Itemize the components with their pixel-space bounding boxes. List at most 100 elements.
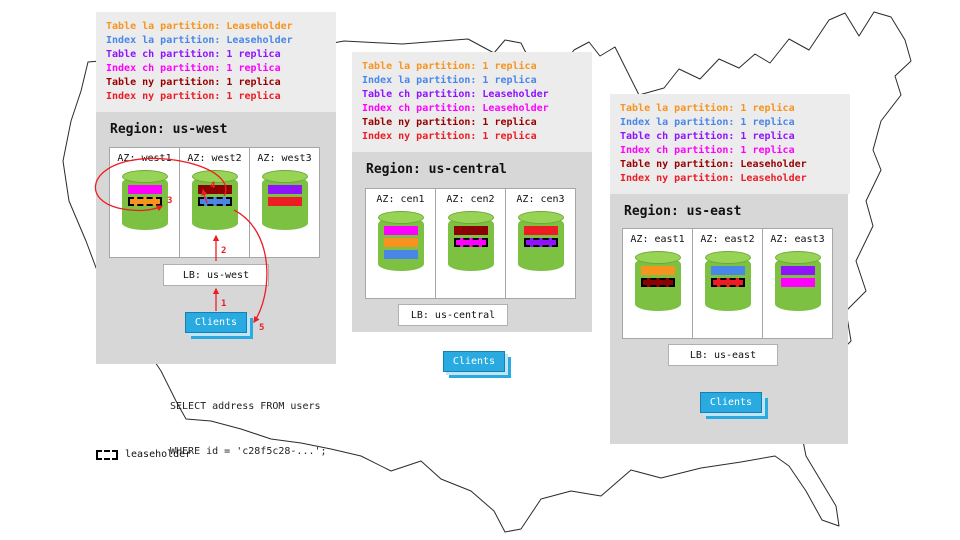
clients-box-us-central: Clients (443, 351, 505, 372)
sql-query: SELECT address FROM users WHERE id = 'c2… (170, 369, 327, 489)
db-node-cylinder (704, 251, 751, 311)
replica-bar (780, 278, 815, 287)
az-label: AZ: east3 (770, 234, 825, 245)
partition-info-line: Index ny partition: 1 replica (362, 131, 537, 142)
replica-bar-leaseholder (710, 278, 745, 287)
az-box-cen1: AZ: cen1 (365, 188, 436, 299)
az-row-us-west: AZ: west1 AZ: west2 (109, 147, 320, 258)
db-node-cylinder (191, 170, 238, 230)
az-box-east3: AZ: east3 (762, 228, 833, 339)
replica-bar (197, 185, 232, 194)
replica-bars (705, 266, 751, 287)
az-label: AZ: east2 (700, 234, 755, 245)
partition-info-line: Index ch partition: 1 replica (620, 145, 795, 156)
load-balancer-us-east: LB: us-east (668, 344, 778, 366)
replica-bar-leaseholder (197, 197, 232, 206)
partition-info-line: Index ch partition: Leaseholder (362, 103, 549, 114)
az-label: AZ: west2 (187, 153, 242, 164)
az-row-us-east: AZ: east1 AZ: east2 (622, 228, 833, 339)
replica-bar-leaseholder (523, 238, 558, 247)
partition-info-line: Index ch partition: 1 replica (106, 63, 281, 74)
cylinder-top (261, 170, 308, 183)
db-node-cylinder (377, 211, 424, 271)
az-label: AZ: west1 (117, 153, 172, 164)
partition-info-line: Table ch partition: Leaseholder (362, 89, 549, 100)
cylinder-top (447, 211, 494, 224)
replica-bar (523, 226, 558, 235)
partition-info-line: Index la partition: 1 replica (362, 75, 537, 86)
legend-label: leaseholder (125, 449, 192, 460)
az-box-east1: AZ: east1 (622, 228, 693, 339)
region-title: Region: us-central (366, 162, 507, 177)
replica-bars (775, 266, 821, 287)
az-box-cen2: AZ: cen2 (435, 188, 506, 299)
partition-info-line: Table la partition: 1 replica (362, 61, 537, 72)
clients-box-us-west: Clients (185, 312, 247, 333)
replica-bar-leaseholder (453, 238, 488, 247)
db-node-cylinder (517, 211, 564, 271)
partition-info-us-west: Table la partition: Leaseholder Index la… (96, 12, 336, 112)
cylinder-top (191, 170, 238, 183)
replica-bars (192, 185, 238, 206)
partition-info-line: Table la partition: Leaseholder (106, 21, 293, 32)
az-label: AZ: west3 (257, 153, 312, 164)
az-label: AZ: east1 (630, 234, 685, 245)
az-box-cen3: AZ: cen3 (505, 188, 576, 299)
partition-info-line: Index ny partition: 1 replica (106, 91, 281, 102)
db-node-cylinder (447, 211, 494, 271)
partition-info-us-east: Table la partition: 1 replica Index la p… (610, 94, 850, 194)
replica-bar (383, 238, 418, 247)
sql-query-line1: SELECT address FROM users (170, 401, 321, 412)
cylinder-top (634, 251, 681, 264)
replica-bar (640, 266, 675, 275)
replica-bar (710, 266, 745, 275)
partition-info-us-central: Table la partition: 1 replica Index la p… (352, 52, 592, 152)
partition-info-line: Index la partition: 1 replica (620, 117, 795, 128)
cylinder-top (774, 251, 821, 264)
replica-bars (378, 226, 424, 259)
partition-info-line: Table ny partition: Leaseholder (620, 159, 807, 170)
replica-bar (453, 226, 488, 235)
replica-bar (383, 226, 418, 235)
load-balancer-us-central: LB: us-central (398, 304, 508, 326)
az-label: AZ: cen3 (516, 194, 565, 205)
cylinder-top (517, 211, 564, 224)
partition-info-line: Table ny partition: 1 replica (362, 117, 537, 128)
partition-info-line: Table ch partition: 1 replica (106, 49, 281, 60)
replica-bars (518, 226, 564, 247)
replica-bar-leaseholder (640, 278, 675, 287)
replica-bar (267, 197, 302, 206)
replica-bars (448, 226, 494, 247)
cylinder-top (377, 211, 424, 224)
db-node-cylinder (774, 251, 821, 311)
replica-bars (635, 266, 681, 287)
db-node-cylinder (261, 170, 308, 230)
region-title: Region: us-east (624, 204, 742, 219)
db-node-cylinder (634, 251, 681, 311)
partition-info-line: Table ny partition: 1 replica (106, 77, 281, 88)
partition-info-line: Table ch partition: 1 replica (620, 131, 795, 142)
sql-query-line2: WHERE id = 'c28f5c28-...'; (170, 446, 327, 457)
cylinder-top (121, 170, 168, 183)
region-us-east: Region: us-east AZ: east1 AZ: east2 (610, 194, 848, 444)
partition-info-line: Table la partition: 1 replica (620, 103, 795, 114)
cylinder-top (704, 251, 751, 264)
replica-bars (122, 185, 168, 206)
az-box-east2: AZ: east2 (692, 228, 763, 339)
az-row-us-central: AZ: cen1 AZ: cen2 (365, 188, 576, 299)
region-us-central: Region: us-central AZ: cen1 AZ: cen2 (352, 152, 592, 372)
replica-bar (127, 185, 162, 194)
replica-bar (383, 250, 418, 259)
az-box-west3: AZ: west3 (249, 147, 320, 258)
partition-info-line: Index la partition: Leaseholder (106, 35, 293, 46)
az-label: AZ: cen1 (376, 194, 425, 205)
region-us-west: Region: us-west AZ: west1 AZ: west2 (96, 112, 336, 364)
region-title: Region: us-west (110, 122, 228, 137)
replica-bar (267, 185, 302, 194)
leaseholder-dashed-swatch (96, 449, 118, 460)
replica-bars (262, 185, 308, 206)
az-label: AZ: cen2 (446, 194, 495, 205)
clients-box-us-east: Clients (700, 392, 762, 413)
az-box-west1: AZ: west1 (109, 147, 180, 258)
